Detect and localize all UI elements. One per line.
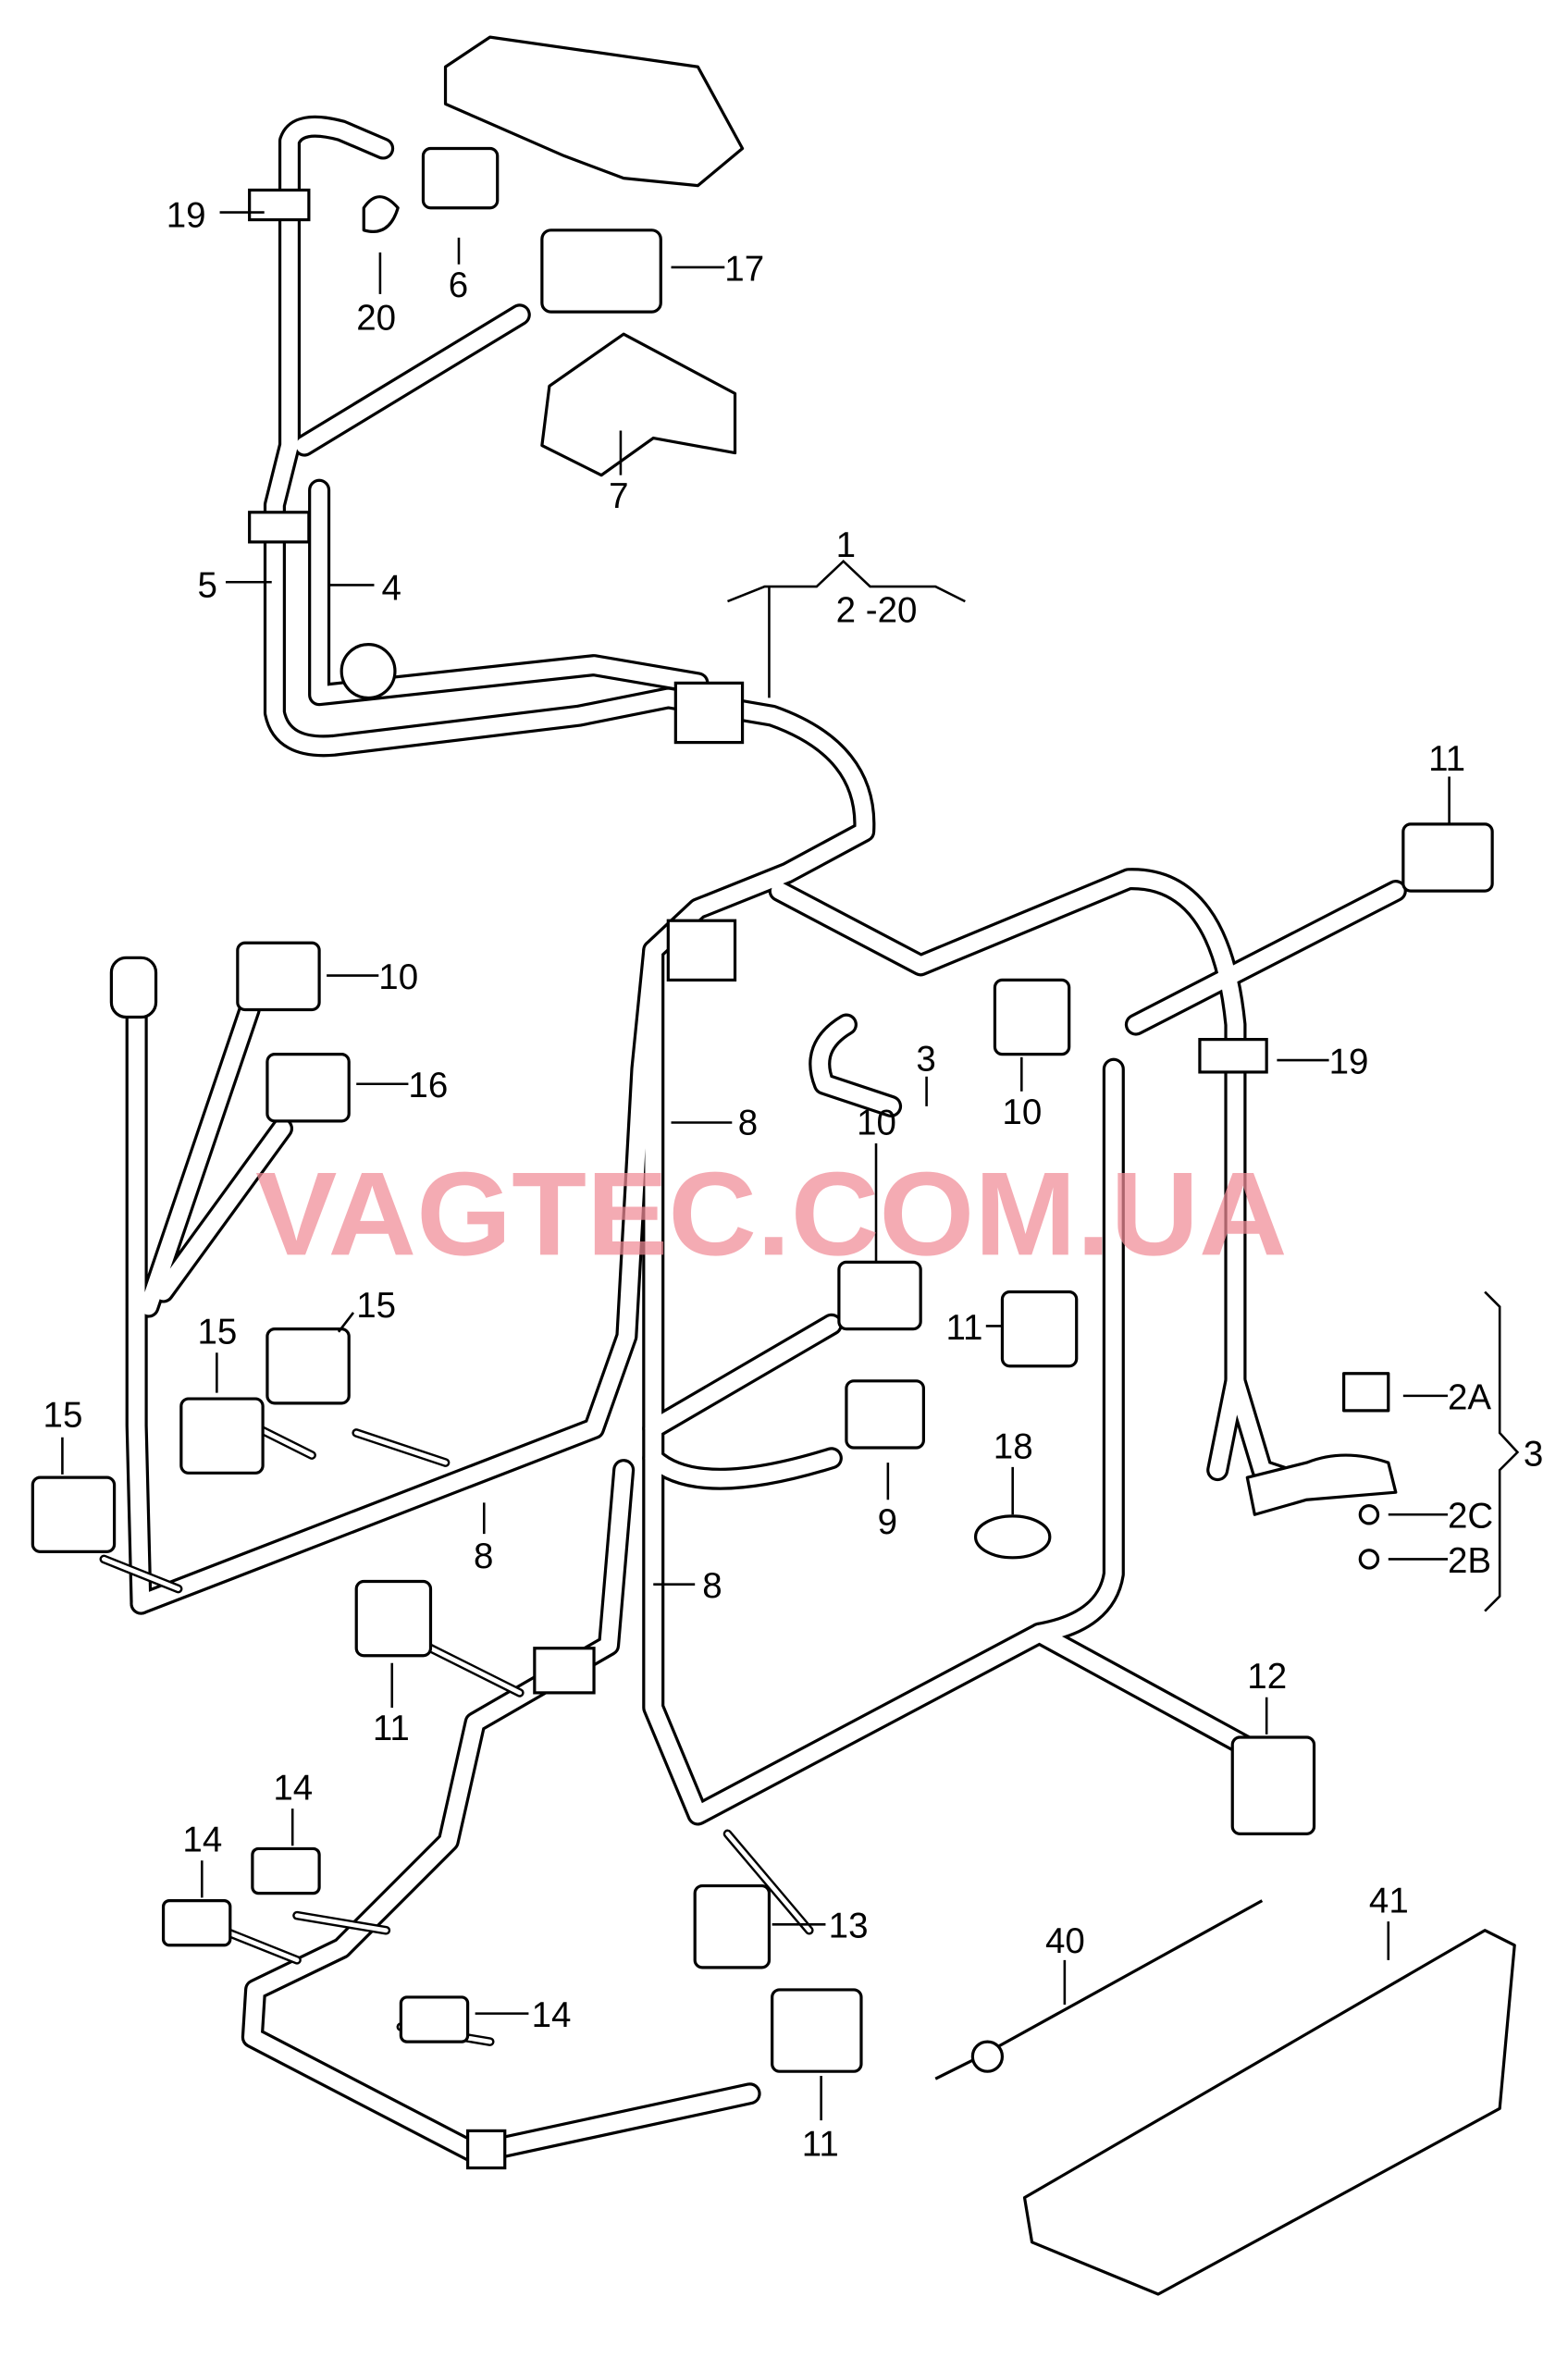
callout-3: 3: [916, 1039, 935, 1079]
cable-clip: [466, 2129, 507, 2170]
callout-16: 16: [408, 1066, 448, 1105]
callout-6: 6: [449, 265, 468, 305]
callout-11: 11: [802, 2125, 839, 2165]
callout-11: 11: [373, 1709, 410, 1748]
harness-connector: [666, 919, 737, 982]
harness-connector: [673, 681, 745, 745]
connector-13: [693, 1883, 772, 1969]
connectors: [31, 35, 1516, 2296]
callout-18: 18: [994, 1426, 1033, 1466]
callout-2A: 2A: [1448, 1377, 1491, 1417]
callout-19: 19: [167, 196, 206, 236]
connector-15: [265, 1327, 351, 1405]
callout-8: 8: [738, 1103, 758, 1142]
bracket-7: [540, 332, 737, 477]
callout-15: 15: [356, 1286, 396, 1326]
callout-7: 7: [609, 476, 628, 516]
cable-clip: [248, 511, 311, 544]
connector-11: [771, 1988, 863, 2073]
connector-11: [1000, 1290, 1079, 1368]
connector-16: [265, 1053, 351, 1123]
callout-15: 15: [197, 1313, 237, 1352]
callout-20: 20: [356, 298, 396, 338]
nut-2B: [1358, 1549, 1380, 1570]
callout-14: 14: [532, 1995, 572, 2035]
connector-10: [993, 978, 1071, 1056]
connector-6: [421, 146, 500, 210]
callout-10: 10: [857, 1103, 896, 1142]
connector-15: [179, 1397, 265, 1475]
washer-2C: [1358, 1504, 1380, 1525]
callout-15: 15: [43, 1396, 83, 1436]
callout-9: 9: [878, 1502, 897, 1542]
callout-11: 11: [945, 1308, 982, 1348]
callout-10: 10: [378, 957, 418, 997]
callout-14: 14: [182, 1821, 222, 1860]
connector-11: [354, 1579, 433, 1658]
clamp-18: [973, 1514, 1052, 1560]
cable-tie-anchor: [970, 2040, 1005, 2073]
leader-lines: [61, 211, 1520, 2121]
callout-13: 13: [829, 1907, 869, 1946]
connector-10: [236, 941, 321, 1012]
bracket-41: [1022, 1929, 1516, 2296]
ground-eyelet: [109, 956, 158, 1019]
callout-2-20: 2 -20: [836, 591, 918, 631]
callout-10: 10: [1002, 1093, 1042, 1132]
callout-2B: 2B: [1448, 1541, 1491, 1581]
grommet: [340, 643, 397, 700]
callout-17: 17: [724, 249, 764, 289]
callout-8: 8: [474, 1537, 493, 1576]
callout-2C: 2C: [1448, 1497, 1493, 1537]
connector-15: [31, 1475, 117, 1554]
callout-11: 11: [1428, 739, 1465, 779]
callout-14: 14: [273, 1768, 313, 1808]
callout-5: 5: [197, 565, 216, 605]
cable-clip-19: [248, 188, 311, 222]
connector-14: [399, 1995, 470, 2043]
callout-41: 41: [1369, 1881, 1409, 1920]
connector-14: [251, 1846, 321, 1895]
connector-12: [1230, 1735, 1316, 1835]
connector-14: [161, 1899, 232, 1947]
callout-19: 19: [1329, 1043, 1369, 1082]
callout-1: 1: [836, 525, 856, 565]
bolt-2A: [1342, 1372, 1390, 1413]
connector-11: [1401, 822, 1494, 893]
connector-17: [540, 228, 662, 314]
connector-9: [845, 1379, 925, 1450]
callout-12: 12: [1247, 1657, 1287, 1697]
harness-connector: [533, 1647, 596, 1695]
cable-clip-19: [1198, 1038, 1268, 1074]
connector-10: [837, 1260, 922, 1331]
clip-20: [362, 195, 400, 233]
callout-labels: 19 20 6 17 7 5 4 1 2 -20 11 10 16 3 19 1…: [43, 196, 1544, 2165]
callout-3: 3: [1524, 1434, 1543, 1474]
callout-40: 40: [1045, 1921, 1085, 1961]
bracket-3: [1245, 1453, 1398, 1516]
callout-4: 4: [382, 568, 401, 608]
watermark: VAGTEC.COM.UA: [255, 1148, 1288, 1280]
control-unit-part: [443, 35, 745, 188]
callout-8: 8: [702, 1566, 722, 1606]
